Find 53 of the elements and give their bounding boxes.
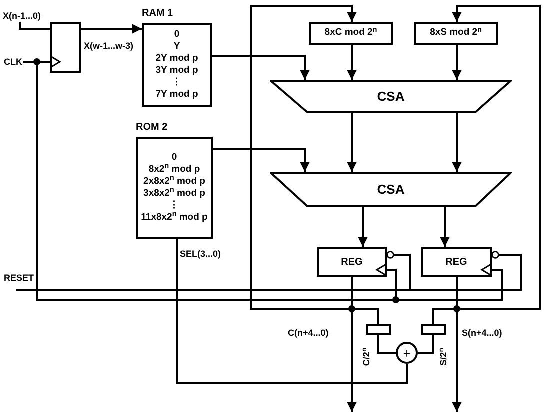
memory-entry: 7Y mod p: [156, 89, 198, 101]
process-box: [309, 22, 393, 45]
signal-label: C(n+4...0): [288, 327, 329, 340]
signal-line: [176, 239, 408, 384]
memory-entry: 8x2$^{n}$ mod p: [148, 164, 200, 176]
signal-arrow: [250, 5, 357, 310]
shift-box: [366, 324, 391, 335]
signal-arrow: [452, 113, 462, 172]
signal-arrow: [440, 207, 450, 247]
signal-arrow: [81, 24, 142, 34]
signal-line: [19, 22, 50, 30]
signal-line: [418, 335, 434, 354]
memory-entry: ⋮: [172, 77, 182, 89]
memory-entry: 11x8x2$^{n}$ mod p: [141, 212, 208, 224]
box-label: 8xC mod 2$^{n}$: [324, 26, 378, 40]
register-label: REG: [446, 256, 468, 270]
process-box: [414, 22, 498, 45]
shift-box: [421, 324, 446, 335]
memory-entry: 0: [174, 29, 180, 41]
signal-label: RESET: [4, 272, 34, 285]
signal-arrow: [347, 45, 357, 80]
memory-entry: 3Y mod p: [156, 65, 198, 77]
signal-label: X(n-1...0): [3, 10, 51, 22]
memory-entry: ⋮: [170, 200, 180, 212]
register-label: REG: [341, 256, 363, 270]
register-box: [421, 247, 492, 277]
plus-sign: +: [403, 346, 411, 360]
register-box: [317, 247, 387, 277]
memory-title: RAM 1: [142, 7, 174, 21]
memory-entry: 2x8x2$^{n}$ mod p: [144, 176, 206, 188]
latch-box: [50, 22, 81, 73]
signal-arrow: [452, 5, 541, 310]
signal-label: SEL(3...0): [180, 248, 222, 261]
signal-arrow: [347, 113, 357, 172]
memory-entry: 0: [172, 152, 178, 164]
signal-line: [377, 335, 396, 354]
memory-entry: 3x8x2$^{n}$ mod p: [144, 188, 206, 200]
memory-title: ROM 2: [136, 121, 168, 135]
signal-arrow: [23, 61, 503, 301]
csa-trapezoid: [270, 80, 512, 113]
signal-arrow: [358, 207, 368, 247]
adder-label: CSA: [377, 180, 405, 199]
signal-arrow: [212, 55, 310, 80]
signal-label: X(w-1...w-3): [84, 40, 134, 53]
signal-label: CLK: [4, 56, 23, 68]
csa-trapezoid: [270, 172, 512, 207]
signal-label: S(n+4...0): [462, 327, 502, 340]
box-label: 8xS mod 2$^{n}$: [430, 26, 482, 40]
signal-arrow: [213, 148, 310, 172]
memory-entry: Y: [174, 41, 180, 53]
memory-entry: 2Y mod p: [156, 53, 198, 65]
adder-label: CSA: [377, 88, 405, 106]
signal-arrow: [452, 45, 462, 80]
